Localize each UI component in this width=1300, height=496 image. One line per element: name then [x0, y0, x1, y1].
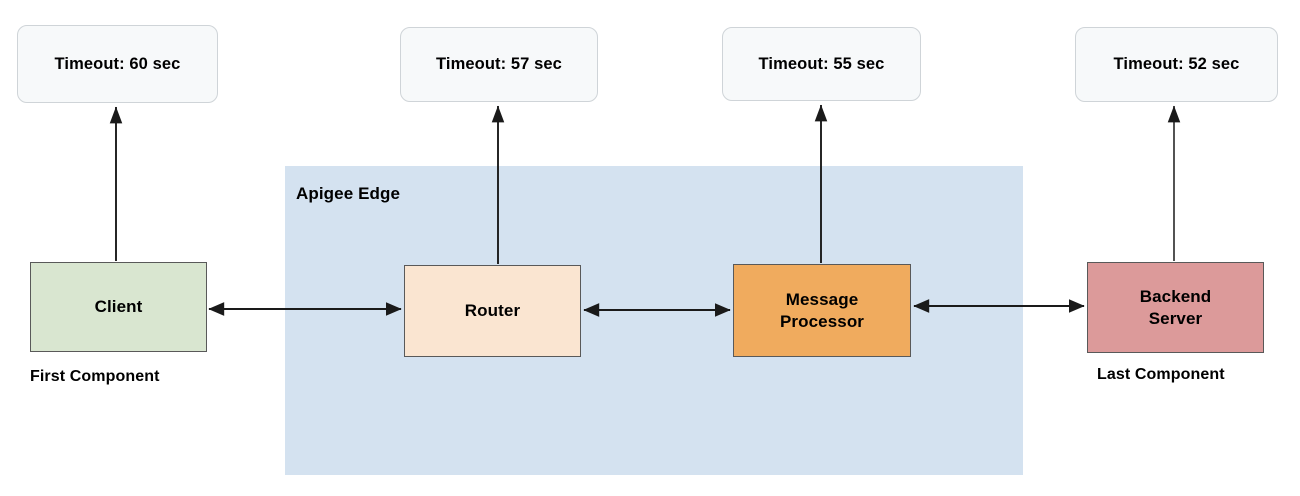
timeout-callout-message-processor: Timeout: 55 sec	[722, 27, 921, 101]
timeout-callout-router-label: Timeout: 57 sec	[436, 55, 562, 73]
node-backend-server-label: Backend Server	[1139, 287, 1212, 328]
timeout-callout-backend-server-label: Timeout: 52 sec	[1113, 55, 1240, 73]
node-backend-server: Backend Server	[1087, 262, 1264, 353]
node-client-label: Client	[94, 297, 143, 317]
caption-first-component: First Component	[30, 368, 160, 385]
caption-last-component: Last Component	[1097, 366, 1225, 383]
apigee-edge-zone	[285, 166, 1023, 475]
node-router: Router	[404, 265, 581, 357]
node-message-processor-label: Message Processor	[779, 290, 865, 331]
timeout-callout-client-label: Timeout: 60 sec	[54, 54, 181, 73]
timeout-callout-backend-server: Timeout: 52 sec	[1075, 27, 1278, 102]
timeout-callout-router: Timeout: 57 sec	[400, 27, 598, 102]
apigee-edge-zone-label: Apigee Edge	[296, 184, 401, 203]
node-client: Client	[30, 262, 207, 352]
timeout-callout-client: Timeout: 60 sec	[17, 25, 218, 103]
node-message-processor: Message Processor	[733, 264, 911, 357]
node-router-label: Router	[464, 301, 521, 321]
timeout-callout-message-processor-label: Timeout: 55 sec	[758, 54, 885, 73]
